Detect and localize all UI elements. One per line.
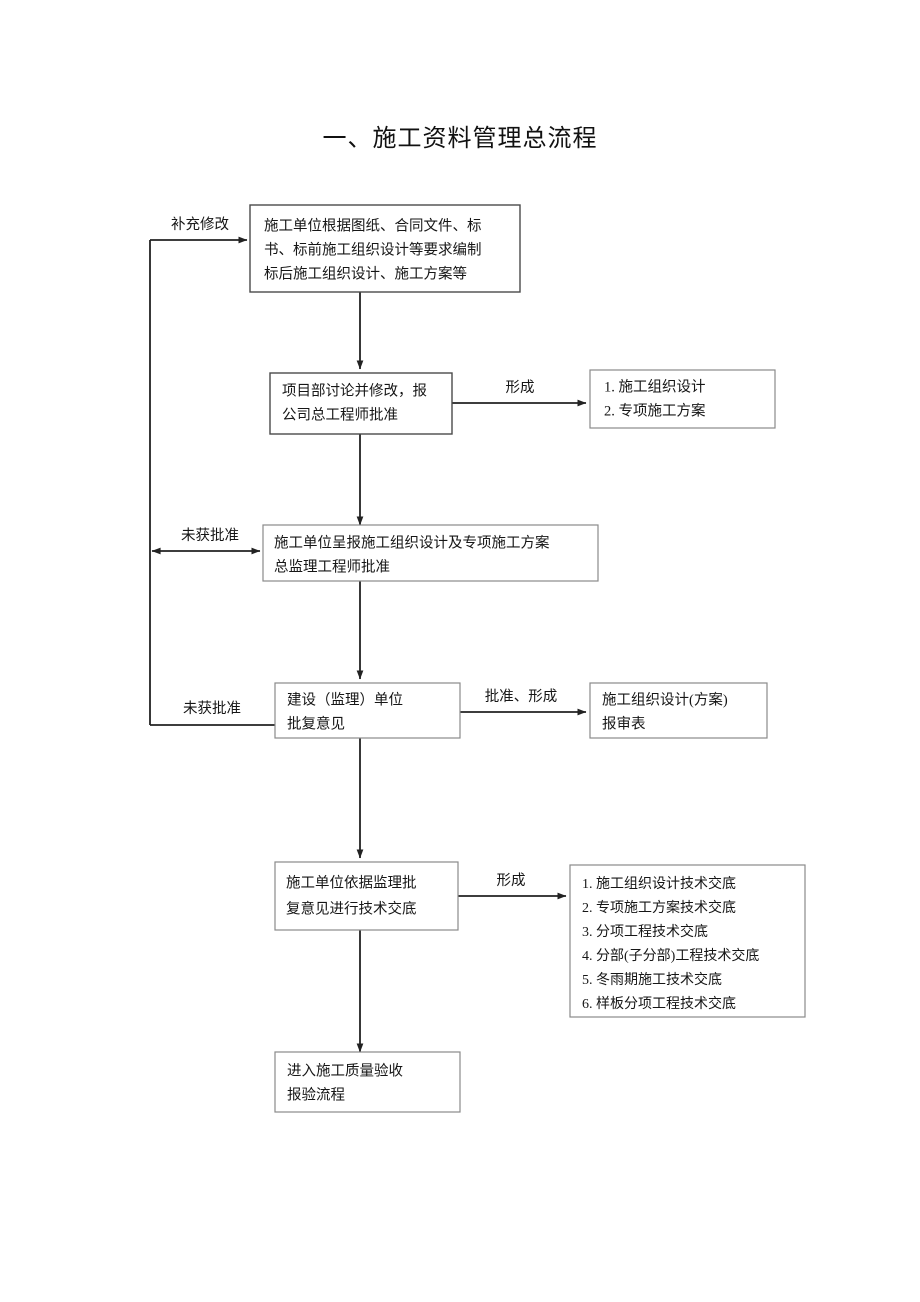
node-n1-line-0: 施工单位根据图纸、合同文件、标 xyxy=(264,217,482,234)
node-n5-box xyxy=(274,861,459,931)
node-n2r-line-1: 2. 专项施工方案 xyxy=(604,401,706,419)
node-n3-line-0: 施工单位呈报施工组织设计及专项施工方案 xyxy=(274,533,550,551)
node-n5r-line-4: 5. 冬雨期施工技术交底 xyxy=(582,971,722,988)
node-n5r-line-1: 2. 专项施工方案技术交底 xyxy=(582,899,736,916)
node-n4: 建设（监理）单位 批复意见 xyxy=(274,682,461,739)
node-n5r: 1. 施工组织设计技术交底 2. 专项施工方案技术交底 3. 分项工程技术交底 … xyxy=(569,864,806,1018)
node-n5: 施工单位依据监理批 复意见进行技术交底 xyxy=(274,861,459,931)
node-n5r-line-2: 3. 分项工程技术交底 xyxy=(582,923,708,940)
node-n5-line-0: 施工单位依据监理批 xyxy=(286,874,417,891)
node-n6: 进入施工质量验收 报验流程 xyxy=(274,1051,461,1113)
node-n3: 施工单位呈报施工组织设计及专项施工方案 总监理工程师批准 xyxy=(262,524,599,582)
edge-label-reject-2: 未获批准 xyxy=(183,700,241,717)
edge-label-approve-form: 批准、形成 xyxy=(485,688,558,705)
edge-label-form-2: 形成 xyxy=(497,872,526,889)
node-n2-line-1: 公司总工程师批准 xyxy=(282,406,398,423)
node-n4-box xyxy=(274,682,461,739)
node-n5r-line-0: 1. 施工组织设计技术交底 xyxy=(582,875,736,892)
node-n3-line-1: 总监理工程师批准 xyxy=(274,558,390,575)
edge-label-reject-1: 未获批准 xyxy=(181,527,239,544)
node-n5r-line-3: 4. 分部(子分部)工程技术交底 xyxy=(582,947,759,964)
node-n6-line-1: 报验流程 xyxy=(287,1086,345,1103)
node-n1-box xyxy=(249,204,521,293)
node-n6-box xyxy=(274,1051,461,1113)
node-n3-box xyxy=(262,524,599,582)
node-n2r: 1. 施工组织设计 2. 专项施工方案 xyxy=(589,369,776,429)
node-n6-line-0: 进入施工质量验收 xyxy=(287,1062,403,1079)
edge-label-supplementary-revision: 补充修改 xyxy=(171,216,229,233)
node-n5-line-1: 复意见进行技术交底 xyxy=(286,899,417,917)
node-n5r-box xyxy=(569,864,806,1018)
node-n1-line-2: 标后施工组织设计、施工方案等 xyxy=(264,264,467,282)
node-n2: 项目部讨论并修改，报 公司总工程师批准 xyxy=(269,372,453,435)
node-n2r-line-0: 1. 施工组织设计 xyxy=(604,378,706,395)
node-n5r-line-5: 6. 样板分项工程技术交底 xyxy=(582,995,736,1012)
node-n2-box xyxy=(269,372,453,435)
node-n1: 施工单位根据图纸、合同文件、标 书、标前施工组织设计等要求编制 标后施工组织设计… xyxy=(249,204,521,293)
node-n4r-line-0: 施工组织设计(方案) xyxy=(602,690,728,708)
node-n4r: 施工组织设计(方案) 报审表 xyxy=(589,682,768,739)
node-n4r-line-1: 报审表 xyxy=(602,715,646,732)
node-n1-line-1: 书、标前施工组织设计等要求编制 xyxy=(264,240,482,258)
node-n2r-box xyxy=(589,369,776,429)
edge-label-form-1: 形成 xyxy=(506,379,535,396)
node-n4r-box xyxy=(589,682,768,739)
page-title: 一、施工资料管理总流程 xyxy=(322,126,598,152)
node-n4-line-0: 建设（监理）单位 xyxy=(287,691,403,708)
node-n4-line-1: 批复意见 xyxy=(287,714,345,732)
node-n2-line-0: 项目部讨论并修改，报 xyxy=(282,382,427,399)
